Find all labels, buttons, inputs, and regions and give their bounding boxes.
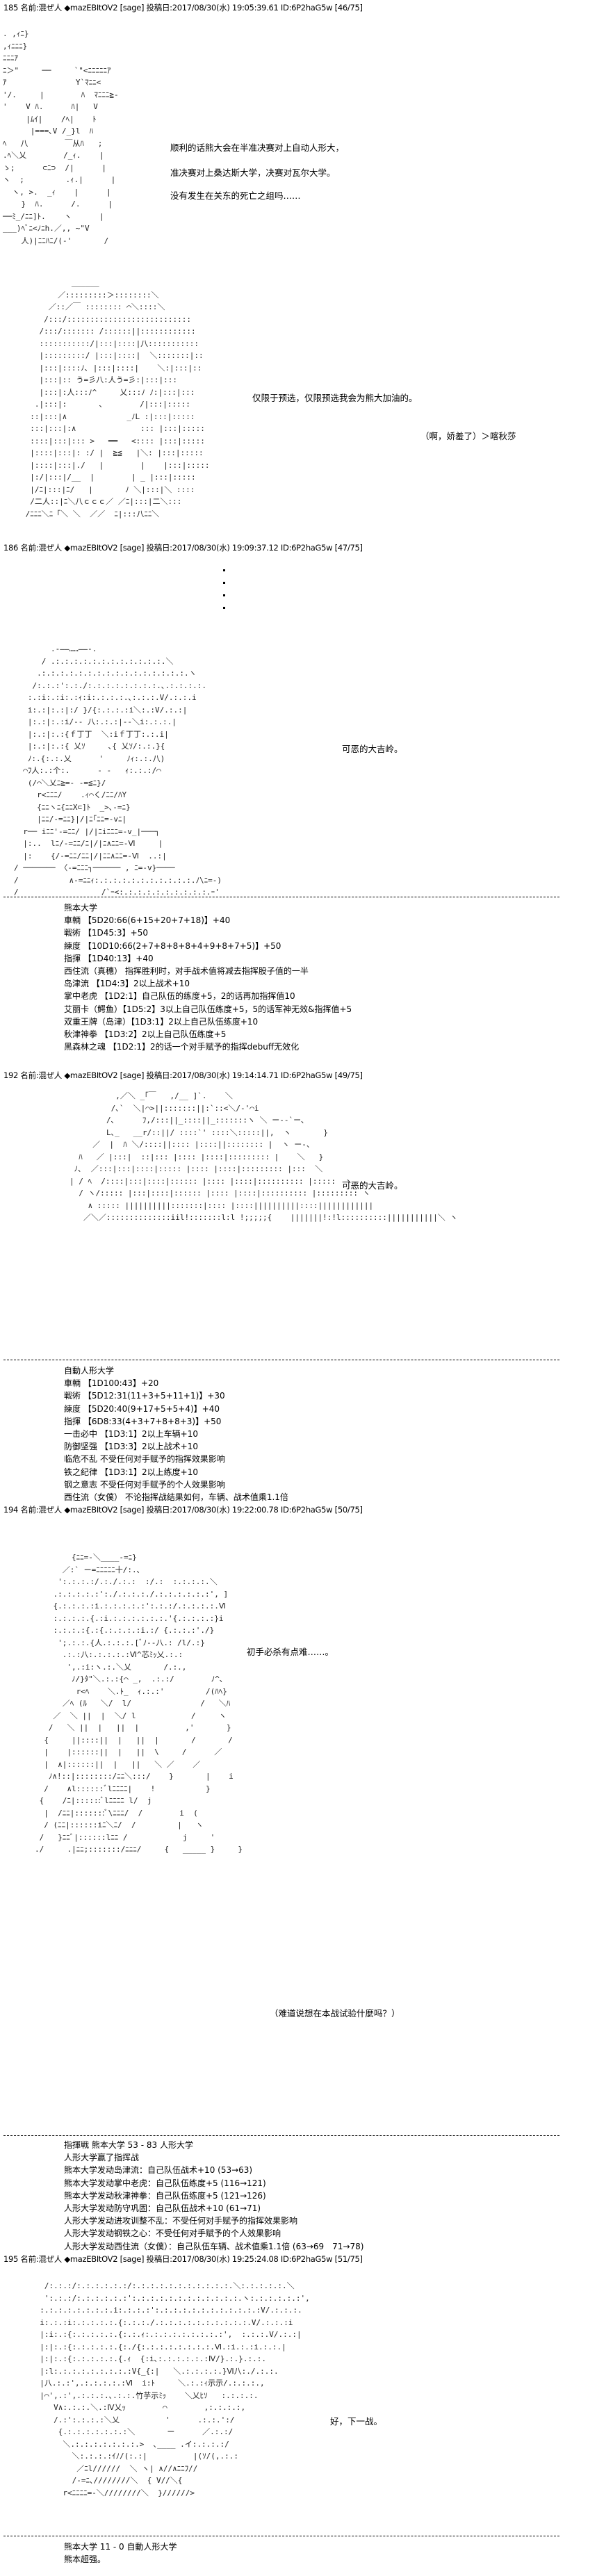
stat-line: 黑森林之魂 【1D2:1】2的话一个对手赋予的指挥debuff无效化	[64, 1042, 300, 1052]
stat-line: 西住流（女僕） 不论指挥战结果如何，车辆、战术值乘1.1倍	[64, 1492, 288, 1502]
kumamoto-stats: 熊本大学車輌 【5D20:66(6+15+20+7+18)】+40 戦術 【1D4…	[64, 902, 352, 1053]
stat-line: 練度 【10D10:66(2+7+8+8+8+4+9+8+7+5)】+50	[64, 940, 281, 951]
ascii-art: ______ ／:::::::::＞::::::::＼ ／::／￣ ::::::…	[25, 278, 210, 519]
stat-line: 指揮戦 熊本大学 53 - 83 人形大学	[64, 2140, 193, 2150]
stat-line: 双重王牌（岛津）【1D3:1】2以上自己队伍练度+10	[64, 1016, 259, 1027]
post-header: 192 名前:混ぜ人 ◆mazEBItOV2 [sage] 投稿日:2017/0…	[3, 1070, 363, 1080]
stat-line: 指揮 【1D40:13】+40	[64, 953, 154, 963]
ascii-art: . ,ｨﾆ} ,ｨﾆﾆﾆ} ﾆﾆﾆｱ ﾆ＞" ── `"<ﾆﾆﾆﾆﾆｱ ｱ Y`…	[3, 29, 119, 245]
stat-line: 戦術 【5D12:31(11+3+5+11+1)】+30	[64, 1391, 225, 1401]
dialogue-line: 可恶的大吉岭。	[342, 744, 403, 754]
stat-line: 西住流（真穗） 指挥胜利时，对手战术值将减去指挥股子值的一半	[64, 965, 309, 976]
stat-line: 临危不乱 不受任何对手赋予的指挥效果影响	[64, 1454, 225, 1465]
dialogue-line: 顺利的话熊大会在半准决赛对上自动人形大，	[170, 142, 345, 153]
stat-line: 艾丽卡（鳄鱼）【1D5:2】3以上自己队伍练度+5，5的话军神无效&指挥值+5	[64, 1004, 352, 1014]
stat-line: 人形大学发动西住流（女僕）：自己队伍车辆、战术值乘1.1倍 (63→69 71→…	[64, 2241, 364, 2251]
dialogue-line: 好，下一战。	[330, 2416, 383, 2427]
stat-line: 人形大学赢了指挥战	[64, 2153, 140, 2163]
dialogue-aside: （难道说想在本战试验什麼吗？）	[270, 2008, 400, 2019]
stat-line: 岛津流 【1D4:3】2以上战术+10	[64, 979, 190, 989]
stat-line: 練度 【5D20:40(9+17+5+5+4)】+40	[64, 1403, 220, 1414]
dialogue-aside: （啊，娇羞了）＞喀秋莎	[420, 431, 516, 441]
dialogue-line: 没有发生在关东的死亡之组吗……	[170, 190, 301, 201]
stat-line: 钢之意志 不受任何对手赋予的个人效果影响	[64, 1479, 225, 1490]
ascii-art: ,／＼ _｢￣ ,/__ ]`. ＼ /､` ＼|⌒>||:::::::||:`…	[69, 1091, 458, 1222]
stat-line: 指揮 【6D8:33(4+3+7+8+8+3)】+50	[64, 1416, 222, 1426]
stat-line: 自動人形大学	[64, 1366, 115, 1376]
stat-line: 一击必中 【1D3:1】2以上车辆+10	[64, 1428, 198, 1439]
stat-line: 戦術 【1D45:3】+50	[64, 928, 148, 938]
command-battle-log: 指揮戦 熊本大学 53 - 83 人形大学人形大学赢了指挥战熊本大学发动岛津流：…	[64, 2139, 363, 2253]
stat-line: 車輌 【1D100:43】+20	[64, 1378, 159, 1389]
stat-line: 人形大学发动进攻训整不乱：不受任何对手赋予的指挥效果影响	[64, 2216, 298, 2226]
post-header: 185 名前:混ぜ人 ◆mazEBItOV2 [sage] 投稿日:2017/0…	[3, 3, 363, 13]
stat-line: 掌中老虎 【1D2:1】自己队伍的练度+5，2的话再加指挥值10	[64, 991, 295, 1002]
ellipsis-dot	[223, 582, 225, 584]
stat-line: 人形大学发动防守巩固：自己队伍战术+10 (61→71)	[64, 2203, 261, 2213]
stat-line: 防御坚强 【1D3:3】2以上战术+10	[64, 1442, 198, 1452]
stat-line: 熊本大学	[64, 903, 98, 913]
ellipsis-dot	[223, 569, 225, 571]
stat-line: 人形大学发动钢铁之心：不受任何对手赋予的个人效果影响	[64, 2228, 281, 2239]
dialogue-line: 可恶的大吉岭。	[342, 1180, 403, 1191]
stat-line: 秋津神拳 【1D3:2】2以上自己队伍练度+5	[64, 1029, 227, 1039]
dialogue-line: 初手必杀有点难……。	[247, 1647, 334, 1657]
stat-line: 熊本大学 11 - 0 自動人形大学	[64, 2542, 177, 2552]
stat-line: 熊本大学发动秋津神拳：自己队伍练度+5 (121→126)	[64, 2190, 266, 2201]
ascii-art: {ﾆﾆ=-＼____-=ﾆ} ／:` ー=ﾆﾆﾆﾆﾆ十/:.､ ':.:.:.:…	[35, 1553, 243, 1854]
dialogue-line: 准决赛对上桑达斯大学，决赛对瓦尔大学。	[170, 168, 336, 178]
post-header: 186 名前:混ぜ人 ◆mazEBItOV2 [sage] 投稿日:2017/0…	[3, 543, 363, 553]
ellipsis-dot	[223, 594, 225, 596]
stat-line: 車輌 【5D20:66(6+15+20+7+18)】+40	[64, 915, 231, 926]
stat-line: 熊本大学发动掌中老虎：自己队伍练度+5 (116→121)	[64, 2178, 266, 2188]
ascii-art: .-――……――-. / .:.:.:.:.:.:.:.:.:.:.:.:.＼ …	[14, 644, 222, 897]
ascii-art: /:.:.:/:.:.:.:.:.:/:.:.:.:.:.:.:.:.:.:.:…	[40, 2281, 310, 2497]
match-result: 熊本大学 11 - 0 自動人形大学熊本超强。	[64, 2541, 177, 2566]
post-header: 194 名前:混ぜ人 ◆mazEBItOV2 [sage] 投稿日:2017/0…	[3, 1505, 363, 1515]
post-header: 195 名前:混ぜ人 ◆mazEBItOV2 [sage] 投稿日:2017/0…	[3, 2254, 363, 2264]
ellipsis-dot	[223, 607, 225, 609]
stat-line: 熊本大学发动岛津流：自己队伍战术+10 (53→63)	[64, 2165, 253, 2176]
dialogue-line: 仅限于预选，仅限预选我会为熊大加油的。	[252, 393, 418, 403]
automaton-stats: 自動人形大学車輌 【1D100:43】+20 戦術 【5D12:31(11+3+5…	[64, 1364, 288, 1503]
stat-line: 铁之纪律 【1D3:1】2以上练度+10	[64, 1467, 198, 1477]
divider	[3, 2135, 559, 2136]
stat-line: 熊本超强。	[64, 2554, 106, 2565]
